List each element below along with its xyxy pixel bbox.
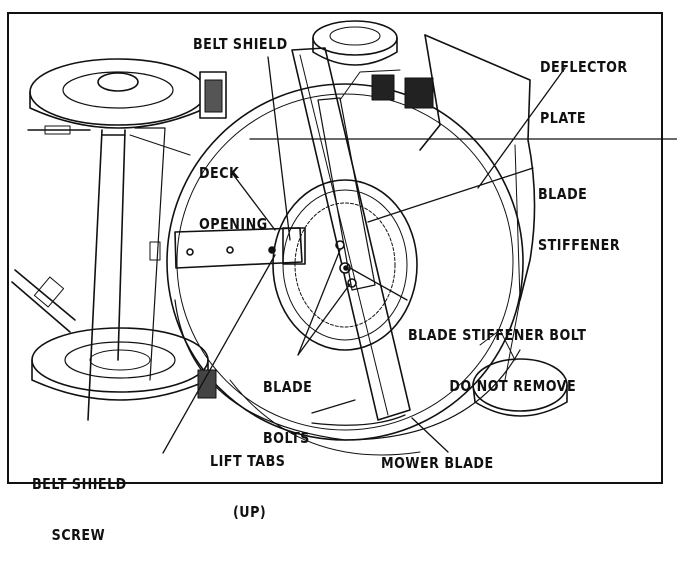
belt-shield-plate bbox=[149, 227, 306, 269]
wheel-front-right bbox=[312, 20, 434, 109]
label-bolt-line-2: DO NOT REMOVE bbox=[449, 377, 577, 395]
label-deflector-plate: DEFLECTOR PLATE bbox=[540, 25, 628, 161]
label-stiffener-line-1: BLADE bbox=[538, 185, 588, 203]
diagram-canvas: BELT SHIELD DEFLECTOR PLATE DECK OPENING… bbox=[7, 12, 677, 544]
leader-deck-opening-2 bbox=[231, 172, 276, 231]
leader-lift-tabs-1 bbox=[311, 399, 356, 414]
label-lift-tabs: LIFT TABS (UP) bbox=[210, 419, 285, 555]
leader-blade-bolts-1 bbox=[297, 249, 341, 356]
label-blade-bolts-line-1: BLADE bbox=[263, 378, 313, 396]
leader-lift-tabs-2 bbox=[311, 414, 406, 426]
blade-hub bbox=[272, 179, 418, 351]
handle-arm bbox=[11, 125, 191, 421]
mower-underside-drawing bbox=[11, 20, 677, 456]
wheel-rear-left bbox=[31, 327, 217, 401]
label-lift-tabs-line-2: (UP) bbox=[232, 503, 267, 521]
leader-lines bbox=[162, 56, 677, 454]
label-blade-stiffener-bolt: BLADE STIFFENER BOLT DO NOT REMOVE bbox=[408, 293, 586, 429]
leader-blade-bolts-2 bbox=[297, 283, 351, 356]
label-lift-tabs-line-1: LIFT TABS bbox=[210, 452, 286, 470]
label-bolt-line-1: BLADE STIFFENER BOLT bbox=[408, 326, 587, 344]
label-deflector-line-1: DEFLECTOR bbox=[540, 58, 628, 76]
label-deck-line-1: DECK bbox=[199, 164, 240, 182]
leader-blade-stiffener bbox=[367, 167, 534, 223]
label-deck-opening: DECK OPENING bbox=[199, 131, 268, 267]
label-belt-shield-screw: BELT SHIELD SCREW bbox=[32, 442, 127, 578]
label-screw-line-2: SCREW bbox=[51, 526, 106, 544]
blade-stiffener bbox=[317, 97, 376, 291]
label-belt-shield: BELT SHIELD bbox=[193, 35, 288, 53]
deflector-plate bbox=[419, 34, 536, 381]
leader-belt-shield bbox=[267, 56, 291, 241]
leader-deflector-plate bbox=[477, 67, 566, 189]
label-mower-blade: MOWER BLADE bbox=[381, 454, 494, 472]
label-screw-line-1: BELT SHIELD bbox=[32, 475, 127, 493]
label-stiffener-line-2: STIFFENER bbox=[538, 236, 621, 254]
label-blade-stiffener: BLADE STIFFENER bbox=[538, 152, 620, 288]
wheel-rear-right bbox=[472, 329, 568, 417]
label-deflector-line-2: PLATE bbox=[540, 109, 587, 127]
leader-belt-shield-screw bbox=[162, 254, 276, 454]
mower-deck bbox=[166, 83, 524, 456]
label-deck-line-2: OPENING bbox=[199, 215, 268, 233]
label-blade-bolts-line-2: BOLTS bbox=[263, 429, 310, 447]
leader-blade-stiffener-bolt bbox=[349, 267, 408, 301]
label-blade-bolts: BLADE BOLTS bbox=[263, 345, 312, 481]
wheel-front-left bbox=[29, 58, 227, 129]
figure-border bbox=[7, 12, 663, 484]
leader-mower-blade bbox=[411, 417, 449, 453]
